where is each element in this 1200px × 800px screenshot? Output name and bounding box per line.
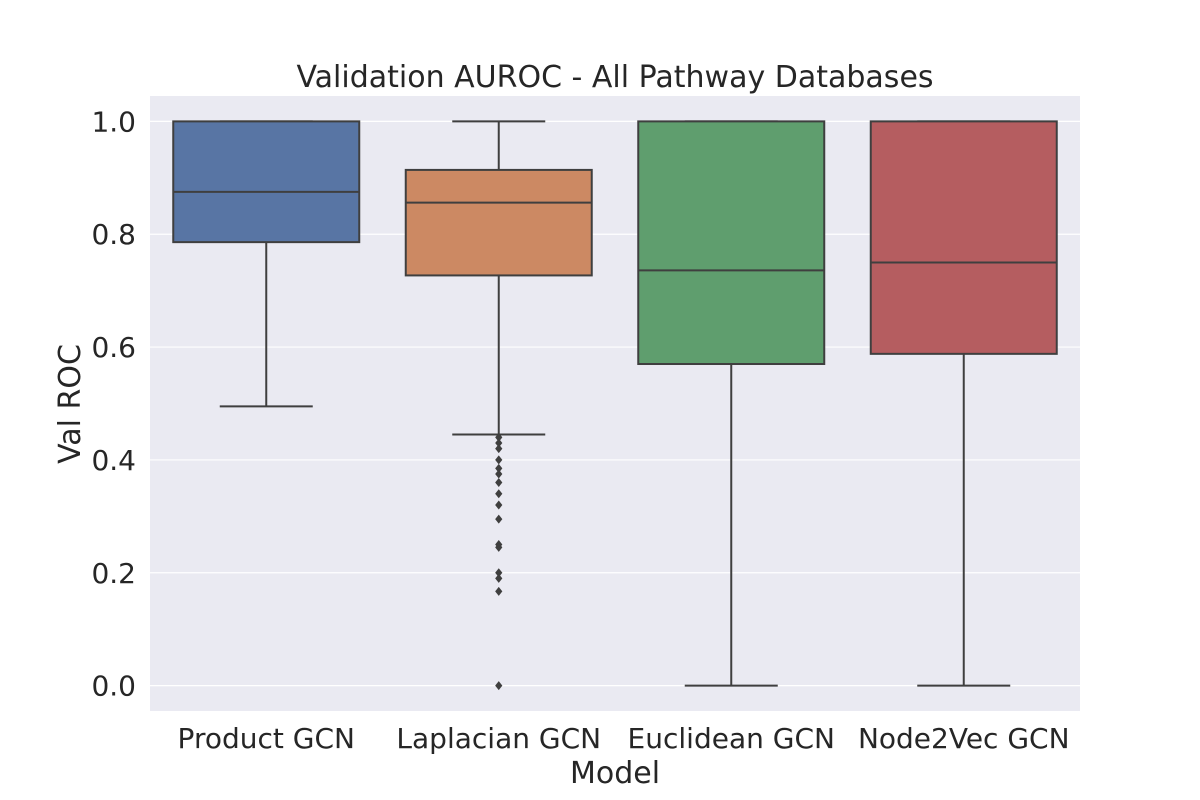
outlier-point [495, 586, 503, 596]
box-group [404, 120, 593, 691]
y-tick-label: 0.2 [91, 557, 136, 590]
y-tick-label: 0.8 [91, 218, 136, 251]
y-tick-label: 1.0 [91, 105, 136, 138]
y-axis-label: Val ROC [53, 344, 88, 464]
outlier-point [495, 514, 503, 524]
x-tick-label: Laplacian GCN [396, 722, 601, 755]
y-tick-label: 0.6 [91, 331, 136, 364]
outlier-point [495, 681, 503, 691]
outlier-point [495, 463, 503, 473]
y-tick-label: 0.4 [91, 444, 136, 477]
outlier-point [495, 573, 503, 583]
y-ticks: 0.0 0.2 0.4 0.6 0.8 1.0 [91, 105, 136, 702]
x-tick-label: Euclidean GCN [628, 722, 835, 755]
outlier-point [495, 489, 503, 499]
boxes [172, 120, 1058, 691]
outlier-point [495, 438, 503, 448]
outlier-point [495, 568, 503, 578]
outlier-point [495, 469, 503, 479]
box [869, 120, 1058, 355]
chart-title: Validation AUROC - All Pathway Databases [296, 60, 933, 95]
box [637, 120, 826, 366]
outlier-point [495, 455, 503, 465]
y-tick-label: 0.0 [91, 670, 136, 703]
x-axis-label: Model [570, 756, 660, 791]
outlier-point [495, 477, 503, 487]
outlier-point [495, 542, 503, 552]
x-tick-label: Product GCN [178, 722, 355, 755]
box-group [869, 120, 1058, 687]
box-group [637, 120, 826, 687]
outlier-point [495, 432, 503, 442]
x-ticks: Product GCN Laplacian GCN Euclidean GCN Nod… [178, 722, 1070, 755]
box [404, 168, 593, 277]
box-group [172, 120, 361, 408]
box [172, 120, 361, 244]
x-tick-label: Node2Vec GCN [858, 722, 1070, 755]
outlier-point [495, 500, 503, 510]
outlier-point [495, 444, 503, 454]
